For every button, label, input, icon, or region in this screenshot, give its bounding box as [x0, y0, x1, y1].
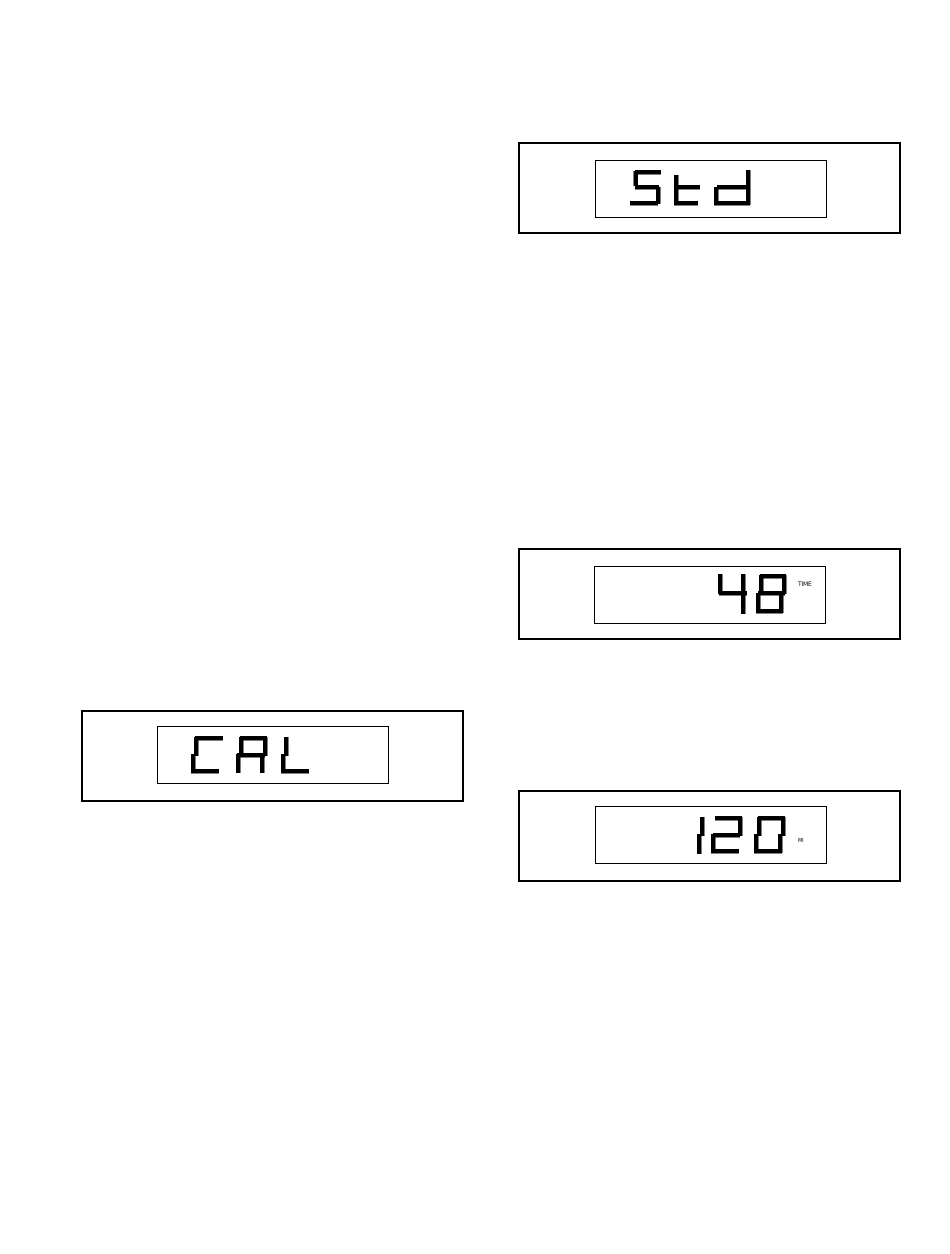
lcd-screen-cal: CAL	[157, 726, 389, 784]
display-panel-std: Std	[518, 142, 901, 234]
display-panel-mi: MI 120	[518, 790, 901, 882]
display-panel-cal: CAL	[81, 710, 464, 802]
unit-label-time: TIME	[798, 582, 812, 588]
segment-readout-time	[595, 567, 825, 623]
lcd-screen-time: TIME 48	[594, 566, 826, 624]
unit-label-mi: MI	[798, 838, 803, 844]
lcd-screen-std: Std	[595, 160, 827, 218]
segment-readout-cal	[158, 727, 388, 783]
segment-readout-std	[596, 161, 826, 217]
lcd-screen-mi: MI 120	[595, 806, 827, 864]
segment-readout-mi	[596, 807, 826, 863]
display-panel-time: TIME 48	[518, 548, 901, 640]
